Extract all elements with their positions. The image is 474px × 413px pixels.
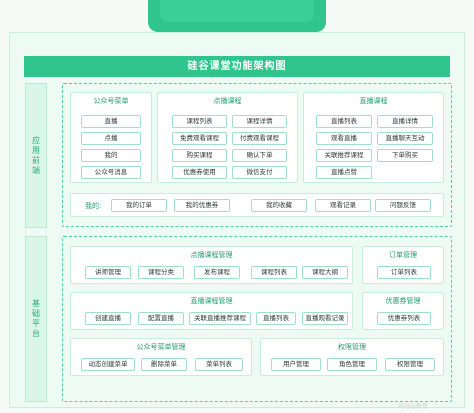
live-mgmt-list: 直播列表	[256, 312, 296, 325]
group-order-mgmt-title: 订单管理	[389, 251, 417, 259]
vod-use-coupon: 优惠券使用	[172, 166, 227, 179]
menu-item-vod: 点播	[81, 132, 141, 145]
group-official-menu-mgmt: 公众号菜单管理 动态创建菜单 删除菜单 菜单列表	[70, 338, 252, 376]
perm-users: 用户管理	[271, 358, 321, 371]
menu-mgmt-create: 动态创建菜单	[81, 358, 135, 371]
vod-mgmt-course-list: 课程列表	[251, 266, 297, 279]
group-live-course-title: 直播课程	[359, 97, 388, 105]
perm-roles: 角色管理	[327, 358, 377, 371]
vod-confirm-order: 确认下单	[232, 149, 287, 162]
section-label-app: 应用前端	[25, 83, 47, 228]
menu-item-live: 直播	[81, 115, 141, 128]
order-list: 订单列表	[377, 266, 431, 279]
mine-coupons: 我的优惠券	[174, 199, 230, 212]
vod-course-list: 课程列表	[172, 115, 227, 128]
section-label-app-text: 应用前端	[31, 135, 41, 176]
live-chat: 直播聊天互动	[377, 132, 433, 145]
perm-permissions: 权限管理	[385, 358, 435, 371]
menu-item-official-message: 公众号消息	[81, 166, 141, 179]
live-mgmt-config: 配置直播	[138, 312, 184, 325]
group-official-menu-mgmt-title: 公众号菜单管理	[136, 343, 186, 351]
live-order: 下单购买	[377, 149, 433, 162]
group-coupon-mgmt: 优惠券管理 优惠券列表	[362, 292, 444, 330]
live-mgmt-watch-log: 直播观看记录	[302, 312, 348, 325]
group-vod-course-title: 点播课程	[213, 97, 242, 105]
menu-item-mine: 我的	[81, 149, 141, 162]
live-detail: 直播详情	[377, 115, 433, 128]
group-vod-course: 点播课程 课程列表 课程详情 免费观看课程 付费观看课程 购买课程 确认下单 优…	[157, 92, 298, 183]
group-perm-mgmt-title: 权限管理	[338, 343, 366, 351]
menu-mgmt-delete: 删除菜单	[141, 358, 187, 371]
group-official-menu-title: 公众号菜单	[93, 97, 129, 105]
menu-mgmt-list: 菜单列表	[195, 358, 243, 371]
mine-favorites: 我的收藏	[251, 199, 307, 212]
group-mine: 我的: 我的订单 我的优惠券 我的收藏 观看记录 问题反馈	[70, 193, 444, 217]
group-vod-mgmt: 点播课程管理 讲师管理 课程分类 发布课程 课程列表 课程大纲	[70, 246, 353, 284]
section-label-base: 基础平台	[25, 236, 47, 402]
vod-mgmt-publish: 发布课程	[194, 266, 240, 279]
vod-free-watch: 免费观看课程	[172, 132, 227, 145]
mine-feedback: 问题反馈	[375, 199, 431, 212]
group-live-mgmt-title: 直播课程管理	[190, 297, 233, 305]
group-vod-mgmt-title: 点播课程管理	[190, 251, 233, 259]
app-section-box	[62, 83, 452, 227]
live-mgmt-create: 创建直播	[85, 312, 131, 325]
header-tab-inner	[160, 0, 314, 22]
vod-wechat-pay: 微信支付	[232, 166, 287, 179]
section-label-base-text: 基础平台	[31, 299, 41, 339]
watermark: 尚硅谷教育	[398, 403, 429, 410]
vod-buy-course: 购买课程	[172, 149, 227, 162]
base-section-box	[62, 236, 452, 402]
live-watch: 观看直播	[316, 132, 372, 145]
group-coupon-mgmt-title: 优惠券管理	[385, 297, 421, 305]
group-official-menu: 公众号菜单 直播 点播 我的 公众号消息	[70, 92, 152, 183]
live-recommend: 关联推荐课程	[316, 149, 372, 162]
group-perm-mgmt: 权限管理 用户管理 角色管理 权限管理	[260, 338, 444, 376]
coupon-list: 优惠券列表	[377, 312, 431, 325]
live-list: 直播列表	[316, 115, 372, 128]
group-live-course: 直播课程 直播列表 直播详情 观看直播 直播聊天互动 关联推荐课程 下单购买 直…	[303, 92, 444, 183]
vod-course-detail: 课程详情	[232, 115, 287, 128]
vod-mgmt-category: 课程分类	[138, 266, 184, 279]
live-like: 直播点赞	[316, 166, 372, 179]
vod-mgmt-teachers: 讲师管理	[85, 266, 131, 279]
mine-watch-history: 观看记录	[315, 199, 371, 212]
vod-mgmt-outline: 课程大纲	[302, 266, 348, 279]
group-order-mgmt: 订单管理 订单列表	[362, 246, 444, 284]
diagram-title: 硅谷课堂功能架构图	[24, 56, 450, 77]
group-mine-title: 我的:	[85, 202, 102, 210]
vod-paid-watch: 付费观看课程	[232, 132, 287, 145]
live-mgmt-recommend: 关联直播推荐课程	[189, 312, 251, 325]
mine-orders: 我的订单	[111, 199, 167, 212]
group-live-mgmt: 直播课程管理 创建直播 配置直播 关联直播推荐课程 直播列表 直播观看记录	[70, 292, 353, 330]
